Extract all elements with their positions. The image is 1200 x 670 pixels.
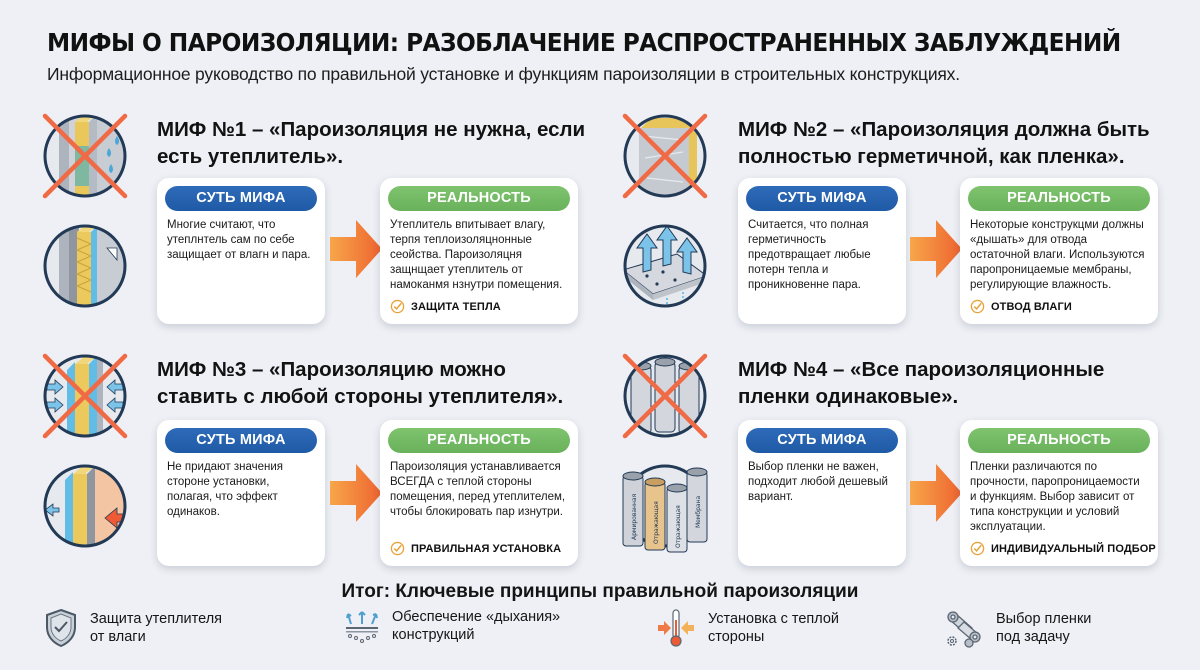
myth-heading: МИФ №3 – «Пароизоляцию можно ставить с л… xyxy=(157,358,564,408)
myth-block-3: МИФ №3 – «Пароизоляцию можно ставить с л… xyxy=(30,348,590,578)
myth-text: Считается, что полная герметичность пред… xyxy=(748,219,871,291)
breathable-membrane-icon xyxy=(623,224,707,308)
reality-pill: РЕАЛЬНОСТЬ xyxy=(968,186,1150,211)
summary-text-line2: под задачу xyxy=(996,629,1070,645)
myth-text: Не придают значения стороне установки, п… xyxy=(167,461,284,518)
myth-text: Многие считают, что утеплнтель сам по се… xyxy=(167,219,311,261)
summary-item-breathing: Обеспечение «дыхания» конструкций xyxy=(344,608,560,644)
arrow-right-icon xyxy=(330,220,382,278)
svg-text:Армированная: Армированная xyxy=(631,493,638,540)
summary-text-line1: Установка с теплой xyxy=(708,611,840,627)
myth-card: СУТЬ МИФА Многие считают, что утеплнтель… xyxy=(157,178,325,324)
reality-card: РЕАЛЬНОСТЬ Утеплитель впитывает влагу, т… xyxy=(380,178,578,324)
myth-card: СУТЬ МИФА Считается, что полная герметич… xyxy=(738,178,906,324)
svg-text:Мембрана: Мембрана xyxy=(695,495,702,528)
film-rolls-gear-icon xyxy=(947,611,981,648)
arrow-right-icon xyxy=(910,220,962,278)
tag-label: ЗАЩИТА ТЕПЛА xyxy=(411,300,501,313)
myth-block-4: Армированная Отражающая Отражающая Мембр… xyxy=(610,348,1170,578)
page-title: МИФЫ О ПАРОИЗОЛЯЦИИ: РАЗОБЛАЧЕНИЕ РАСПРО… xyxy=(47,28,1121,57)
myth-text: Выбор пленки не важен, подходит любой де… xyxy=(748,461,888,503)
reality-text: Пленки различаются по прочности, паропро… xyxy=(970,461,1140,533)
myth-heading: МИФ №4 – «Все пароизоляционные пленки од… xyxy=(738,358,1105,408)
warm-side-install-icon xyxy=(43,464,127,548)
wet-insulation-crossed-icon xyxy=(42,113,128,199)
breathing-membrane-icon xyxy=(346,611,378,643)
check-circle-icon xyxy=(390,299,405,314)
myth-block-1: МИФ №1 – «Пароизоляция не нужна, если ес… xyxy=(30,108,590,338)
page-subtitle: Информационное руководство по правильной… xyxy=(47,64,960,84)
reality-pill: РЕАЛЬНОСТЬ xyxy=(388,428,570,453)
arrow-right-icon xyxy=(910,464,962,522)
myth-card: СУТЬ МИФА Выбор пленки не важен, подходи… xyxy=(738,420,906,566)
reality-card: РЕАЛЬНОСТЬ Некоторые конструкцми должны … xyxy=(960,178,1158,324)
myth-pill: СУТЬ МИФА xyxy=(165,186,317,211)
reality-pill: РЕАЛЬНОСТЬ xyxy=(388,186,570,211)
reality-pill: РЕАЛЬНОСТЬ xyxy=(968,428,1150,453)
svg-text:Отражающая: Отражающая xyxy=(675,505,682,548)
summary-text-line1: Выбор пленки xyxy=(996,611,1092,627)
summary-text-line2: от влаги xyxy=(90,629,146,645)
arrow-right-icon xyxy=(330,464,382,522)
summary-item-film-choice: Выбор пленки под задачу xyxy=(944,608,1091,648)
check-circle-icon xyxy=(970,541,985,556)
shield-check-icon xyxy=(46,608,76,648)
reality-tag: ИНДИВИДУАЛЬНЫЙ ПОДБОР xyxy=(970,541,1156,556)
tag-label: ОТВОД ВЛАГИ xyxy=(991,300,1072,313)
reality-tag: ОТВОД ВЛАГИ xyxy=(970,299,1072,314)
insulation-with-vapor-barrier-icon xyxy=(43,224,127,308)
identical-rolls-crossed-icon xyxy=(622,353,708,439)
myth-block-2: МИФ №2 – «Пароизоляция должна быть полно… xyxy=(610,108,1170,338)
svg-text:Отражающая: Отражающая xyxy=(653,501,660,544)
myth-heading: МИФ №2 – «Пароизоляция должна быть полно… xyxy=(738,118,1150,168)
sealed-film-crossed-icon xyxy=(622,113,708,199)
summary-title: Итог: Ключевые принципы правильной парои… xyxy=(341,581,859,602)
check-circle-icon xyxy=(390,541,405,556)
summary-item-protection: Защита утеплителя от влаги xyxy=(44,608,222,648)
different-rolls-icon: Армированная Отражающая Отражающая Мембр… xyxy=(622,464,708,553)
reality-text: Утеплитель впитывает влагу, терпя теплои… xyxy=(390,219,563,291)
check-circle-icon xyxy=(970,299,985,314)
myth-pill: СУТЬ МИФА xyxy=(746,186,898,211)
summary-text-line2: стороны xyxy=(708,629,765,645)
reality-text: Пароизоляция устанавливается ВСЕГДА с те… xyxy=(390,461,566,518)
summary-item-warm-side: Установка с теплой стороны xyxy=(656,608,839,648)
reality-tag: ЗАЩИТА ТЕПЛА xyxy=(390,299,501,314)
both-sides-crossed-icon xyxy=(42,353,128,439)
myth-heading: МИФ №1 – «Пароизоляция не нужна, если ес… xyxy=(157,118,586,168)
thermometer-icon xyxy=(658,609,694,647)
summary-text-line1: Защита утеплителя xyxy=(90,611,223,627)
tag-label: ПРАВИЛЬНАЯ УСТАНОВКА xyxy=(411,542,562,555)
summary-text-line1: Обеспечение «дыхания» xyxy=(392,609,561,625)
myth-pill: СУТЬ МИФА xyxy=(746,428,898,453)
myth-card: СУТЬ МИФА Не придают значения стороне ус… xyxy=(157,420,325,566)
reality-tag: ПРАВИЛЬНАЯ УСТАНОВКА xyxy=(390,541,561,556)
summary-text-line2: конструкций xyxy=(392,627,475,643)
myth-pill: СУТЬ МИФА xyxy=(165,428,317,453)
reality-card: РЕАЛЬНОСТЬ Пароизоляция устанавливается … xyxy=(380,420,578,566)
tag-label: ИНДИВИДУАЛЬНЫЙ ПОДБОР xyxy=(991,542,1156,555)
reality-card: РЕАЛЬНОСТЬ Пленки различаются по прочнос… xyxy=(960,420,1158,566)
reality-text: Некоторые конструкцми должны «дышать» дл… xyxy=(970,219,1145,291)
